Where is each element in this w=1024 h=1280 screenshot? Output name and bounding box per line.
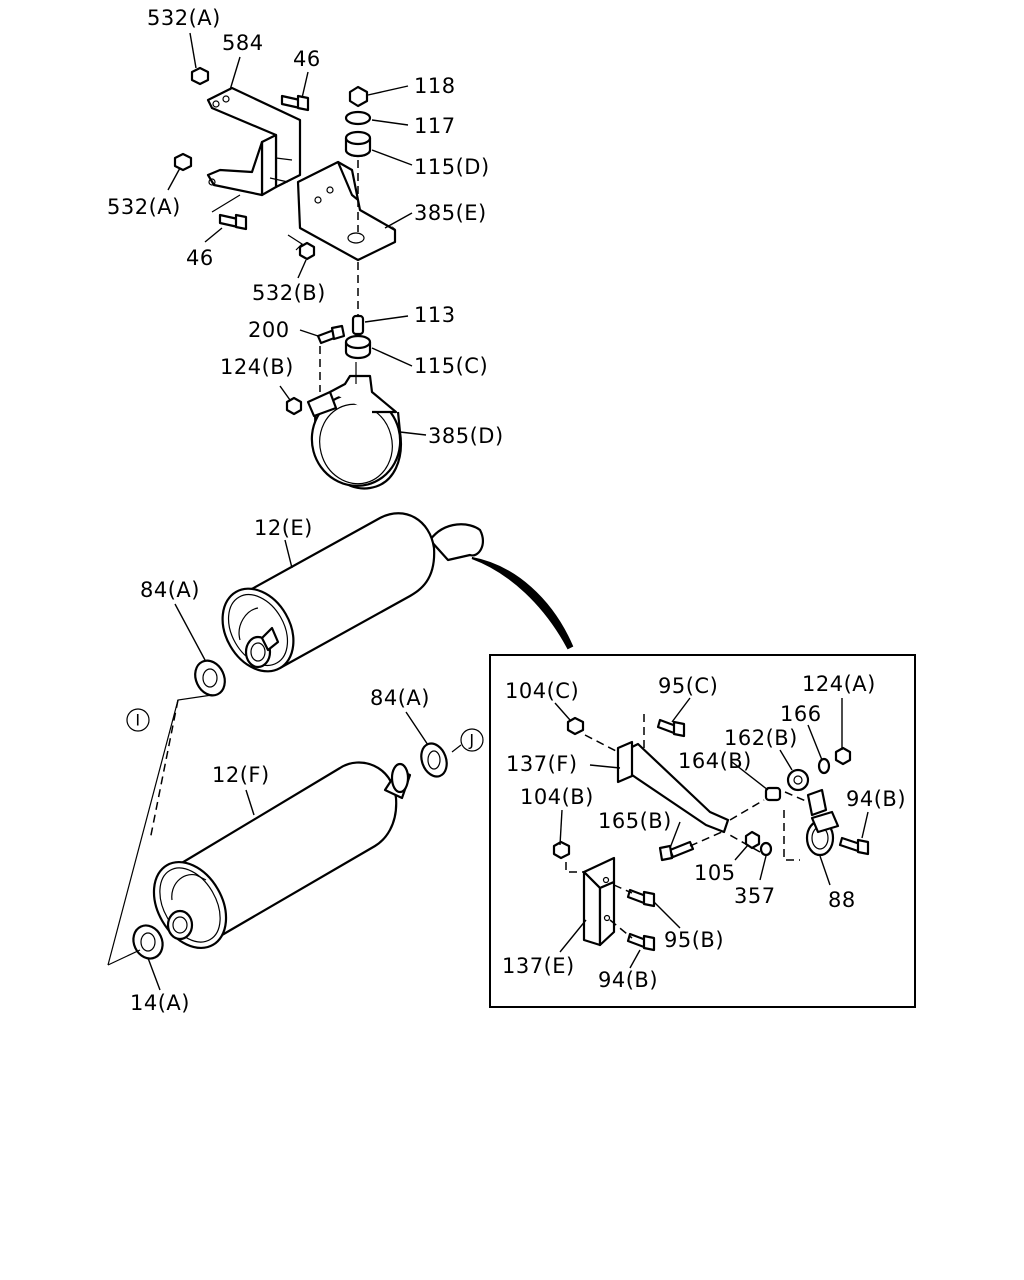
label-124b: 124(B) (220, 355, 294, 379)
label-162b: 162(B) (724, 726, 798, 750)
callout-j: J (460, 728, 484, 752)
bolt-94b-right (838, 836, 870, 856)
label-94b-bottom: 94(B) (598, 968, 658, 992)
label-12e: 12(E) (254, 516, 313, 540)
label-46-top: 46 (293, 47, 321, 71)
band-clamp-385d (306, 362, 402, 490)
leader-lines (147, 32, 869, 991)
callout-i: I (126, 708, 150, 732)
rubber-mount-115c (344, 334, 372, 360)
label-95c: 95(C) (658, 674, 718, 698)
bolt-46-mid (218, 213, 248, 231)
bushing-162b (786, 768, 810, 792)
detail-arrow (471, 557, 574, 650)
bracket-137f (616, 740, 730, 834)
label-113: 113 (414, 303, 456, 327)
muffler-12e (221, 512, 485, 673)
label-137f: 137(F) (506, 752, 578, 776)
label-584: 584 (222, 31, 264, 55)
nut-104c (566, 716, 585, 736)
clamp-88 (805, 788, 840, 857)
bolt-95b (626, 888, 656, 908)
part-labels: 532(A) 584 46 118 117 115(D) 532(A) 385(… (107, 6, 906, 1015)
rubber-mount-115d (344, 130, 372, 158)
washer-117 (344, 110, 372, 126)
hanger-bracket-385e (296, 160, 397, 262)
washer-357 (759, 841, 773, 857)
label-385d: 385(D) (428, 424, 504, 448)
nut-118 (348, 85, 369, 108)
gasket-14a (132, 924, 164, 960)
spacer-164b (764, 786, 782, 802)
bolt-46-top (280, 94, 310, 112)
nut-532a-top (190, 66, 210, 86)
bolt-94b-bottom (626, 932, 656, 952)
label-165b: 165(B) (598, 809, 672, 833)
label-118: 118 (414, 74, 456, 98)
label-88: 88 (828, 888, 856, 912)
nut-124b (285, 396, 303, 416)
muffler-12f (152, 761, 412, 950)
label-117: 117 (414, 114, 456, 138)
label-104b: 104(B) (520, 785, 594, 809)
label-104c: 104(C) (505, 679, 579, 703)
svg-text:J: J (468, 731, 474, 750)
label-115d: 115(D) (414, 155, 490, 179)
label-164b: 164(B) (678, 749, 752, 773)
label-105: 105 (694, 861, 736, 885)
nut-124a (834, 746, 852, 766)
label-12f: 12(F) (212, 763, 270, 787)
bolt-165b (658, 840, 695, 862)
label-137e: 137(E) (502, 954, 575, 978)
label-84a-left: 84(A) (140, 578, 200, 602)
label-532a-top: 532(A) (147, 6, 221, 30)
label-532a-left: 532(A) (107, 195, 181, 219)
label-46-mid: 46 (186, 246, 214, 270)
bracket-137e (582, 856, 616, 947)
label-124a: 124(A) (802, 672, 876, 696)
gasket-84a-right (420, 742, 448, 778)
label-200: 200 (248, 318, 290, 342)
nut-104b (552, 840, 571, 860)
hanger-bracket-584 (206, 86, 302, 197)
label-385e: 385(E) (414, 201, 487, 225)
gasket-84a-left (194, 659, 226, 697)
label-357: 357 (734, 884, 776, 908)
svg-text:I: I (135, 711, 140, 730)
label-166: 166 (780, 702, 822, 726)
label-84a-right: 84(A) (370, 686, 430, 710)
label-95b: 95(B) (664, 928, 724, 952)
bolt-95c (656, 718, 686, 738)
washer-166 (817, 757, 831, 775)
label-14a: 14(A) (130, 991, 190, 1015)
label-532b: 532(B) (252, 281, 326, 305)
bolt-200 (316, 324, 346, 345)
pin-113 (351, 314, 365, 336)
nut-532b (298, 241, 316, 261)
label-115c: 115(C) (414, 354, 488, 378)
label-94b-right: 94(B) (846, 787, 906, 811)
detail-box (489, 654, 916, 1008)
nut-532a-left (173, 152, 193, 172)
